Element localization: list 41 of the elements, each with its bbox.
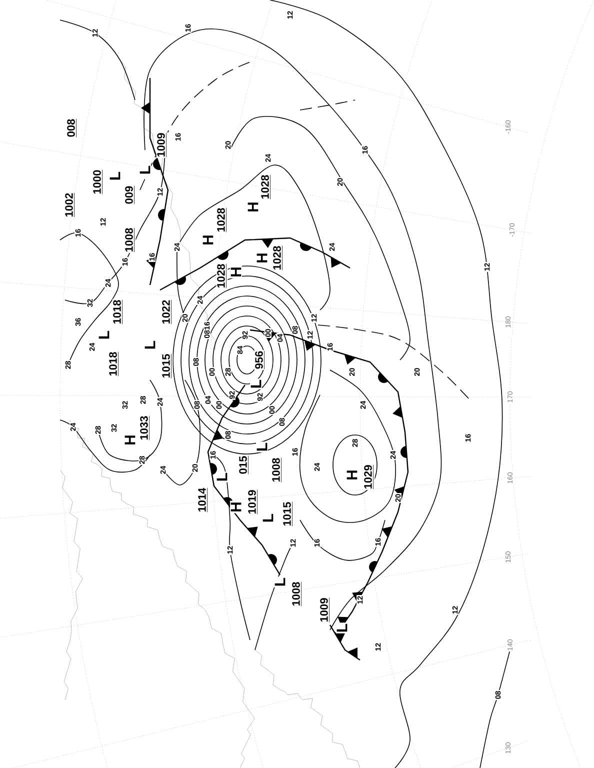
pressure-value: 1019 bbox=[247, 488, 259, 516]
pressure-value: 1029 bbox=[363, 464, 375, 490]
pressure-value: 1028 bbox=[272, 244, 284, 272]
pressure-center-letter: H bbox=[124, 434, 136, 446]
pressure-value: 009 bbox=[124, 185, 136, 205]
pressure-center-letter: H bbox=[346, 468, 358, 482]
pressure-value: 1033 bbox=[139, 414, 151, 442]
pressure-center-letter: H bbox=[202, 234, 214, 246]
pressure-value: 1002 bbox=[64, 192, 76, 218]
pressure-center-letter: H bbox=[247, 200, 259, 214]
pressure-value: 1014 bbox=[197, 486, 209, 514]
pressure-value: 1028 bbox=[216, 262, 228, 290]
pressure-value: 956 bbox=[254, 350, 266, 370]
pressure-value: 015 bbox=[238, 455, 250, 475]
pressure-value: 1008 bbox=[124, 226, 136, 254]
pressure-value: 1015 bbox=[161, 352, 173, 380]
pressure-center-letter: L bbox=[256, 442, 268, 452]
pressure-value: 1028 bbox=[260, 174, 272, 200]
pressure-center-letter: L bbox=[144, 340, 156, 350]
pressure-center-letter: L bbox=[216, 472, 228, 482]
pressure-center-letter: L bbox=[98, 330, 110, 340]
pressure-center-letter: L bbox=[250, 378, 262, 390]
pressure-value: 1009 bbox=[319, 596, 331, 624]
pressure-value: 1028 bbox=[216, 206, 228, 234]
pressure-center-letter: L bbox=[274, 576, 286, 588]
pressure-value: 1018 bbox=[112, 298, 124, 326]
pressure-center-letter: L bbox=[109, 170, 121, 182]
pressure-value: 1018 bbox=[108, 350, 120, 378]
pressure-value: 1008 bbox=[291, 580, 303, 608]
pressure-center-letter: L bbox=[336, 622, 348, 634]
pressure-value: 1008 bbox=[271, 456, 283, 484]
pressure-value: 008 bbox=[66, 118, 78, 138]
pressure-value: 1000 bbox=[92, 168, 104, 196]
pressure-value: 1009 bbox=[156, 132, 168, 158]
pressure-center-letter: H bbox=[256, 252, 268, 264]
pressure-center-letter: L bbox=[139, 164, 151, 176]
pressure-center-letter: H bbox=[230, 500, 242, 514]
pressure-center-letter: H bbox=[230, 266, 242, 278]
pressure-value: 1022 bbox=[161, 298, 173, 326]
pressure-value: 1015 bbox=[282, 500, 294, 528]
pressure-center-letter: L bbox=[262, 512, 274, 524]
